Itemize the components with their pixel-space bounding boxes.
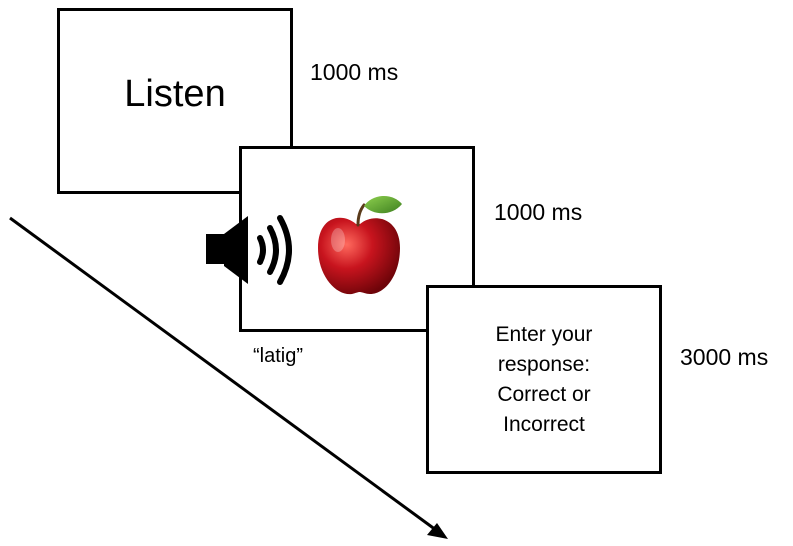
response-prompt: Enter your response: Correct or Incorrec… [496,320,593,440]
apple-image [318,195,402,295]
response-frame: Enter your response: Correct or Incorrec… [426,285,662,474]
response-line: response: [497,352,591,376]
stimulus-duration: 1000 ms [494,199,583,225]
audio-word-label: “latig” [253,345,304,367]
response-line: Incorrect [503,412,585,436]
listen-frame: Listen [57,8,293,194]
response-line: Enter your [495,322,593,346]
response-line: Correct or [497,382,591,406]
listen-duration: 1000 ms [310,59,399,85]
response-duration: 3000 ms [680,344,769,370]
speaker-icon [206,215,292,285]
listen-label: Listen [124,72,226,115]
